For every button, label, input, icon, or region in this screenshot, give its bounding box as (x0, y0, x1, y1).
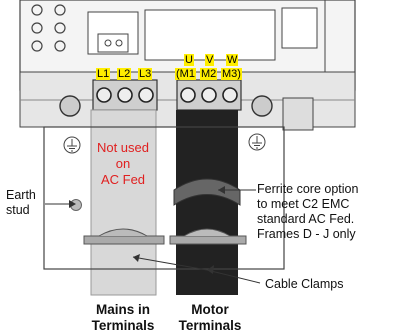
terminal-screw-l1 (96, 87, 112, 103)
clamp-arrow (207, 265, 214, 274)
terminal-letter-u: U (184, 54, 194, 66)
control-connector (97, 33, 129, 53)
motor-terminals-label: Motor Terminals (178, 302, 242, 333)
mounting-hole (31, 4, 43, 16)
earth-boss (59, 95, 81, 117)
mains-in-label: Mains in Terminals (91, 302, 155, 333)
cable-clamps-label: Cable Clamps (265, 277, 344, 291)
terminal-screw-m3 (222, 87, 238, 103)
connector-pin (104, 39, 112, 47)
earth-symbol-icon (248, 133, 266, 151)
terminal-label-l1: L1 (96, 68, 111, 80)
right-slot (281, 7, 318, 49)
terminal-screw-m1 (180, 87, 196, 103)
right-bracket (282, 97, 314, 131)
cable-clamp-mains (83, 228, 165, 245)
mounting-hole (54, 22, 66, 34)
mounting-hole (54, 4, 66, 16)
mains-cable (90, 109, 157, 296)
ferrite-core (173, 178, 241, 206)
terminal-label-l3: L3 (138, 68, 153, 80)
terminal-screw-m2 (201, 87, 217, 103)
clamp-arrow (133, 254, 140, 262)
earth-stud-label: Earth stud (6, 188, 36, 217)
not-used-note: Not used on AC Fed (96, 140, 150, 187)
ferrite-note: Ferrite core option to meet C2 EMC stand… (257, 182, 359, 241)
terminal-screw-l2 (117, 87, 133, 103)
clamp-pointer (132, 256, 208, 271)
mounting-hole (31, 22, 43, 34)
motor-cable (176, 110, 238, 295)
earth-symbol-icon (63, 136, 81, 154)
earth-boss (251, 95, 273, 117)
terminal-label-m3: M3) (221, 68, 242, 80)
terminal-letter-v: V (205, 54, 215, 66)
clamp-pointer (206, 269, 261, 284)
gland-plate (43, 126, 285, 270)
terminal-label-m2: M2 (200, 68, 218, 80)
upper-panel (144, 9, 276, 61)
mounting-hole (31, 40, 43, 52)
terminal-screw-l3 (138, 87, 154, 103)
cable-clamp-motor (169, 228, 247, 245)
terminal-label-m1: (M1 (175, 68, 196, 80)
terminal-letter-w: W (226, 54, 239, 66)
earth-stud-arrow (69, 200, 76, 208)
terminal-label-l2: L2 (117, 68, 132, 80)
ferrite-arrow (218, 186, 225, 194)
mounting-hole (54, 40, 66, 52)
connector-pin (115, 39, 123, 47)
